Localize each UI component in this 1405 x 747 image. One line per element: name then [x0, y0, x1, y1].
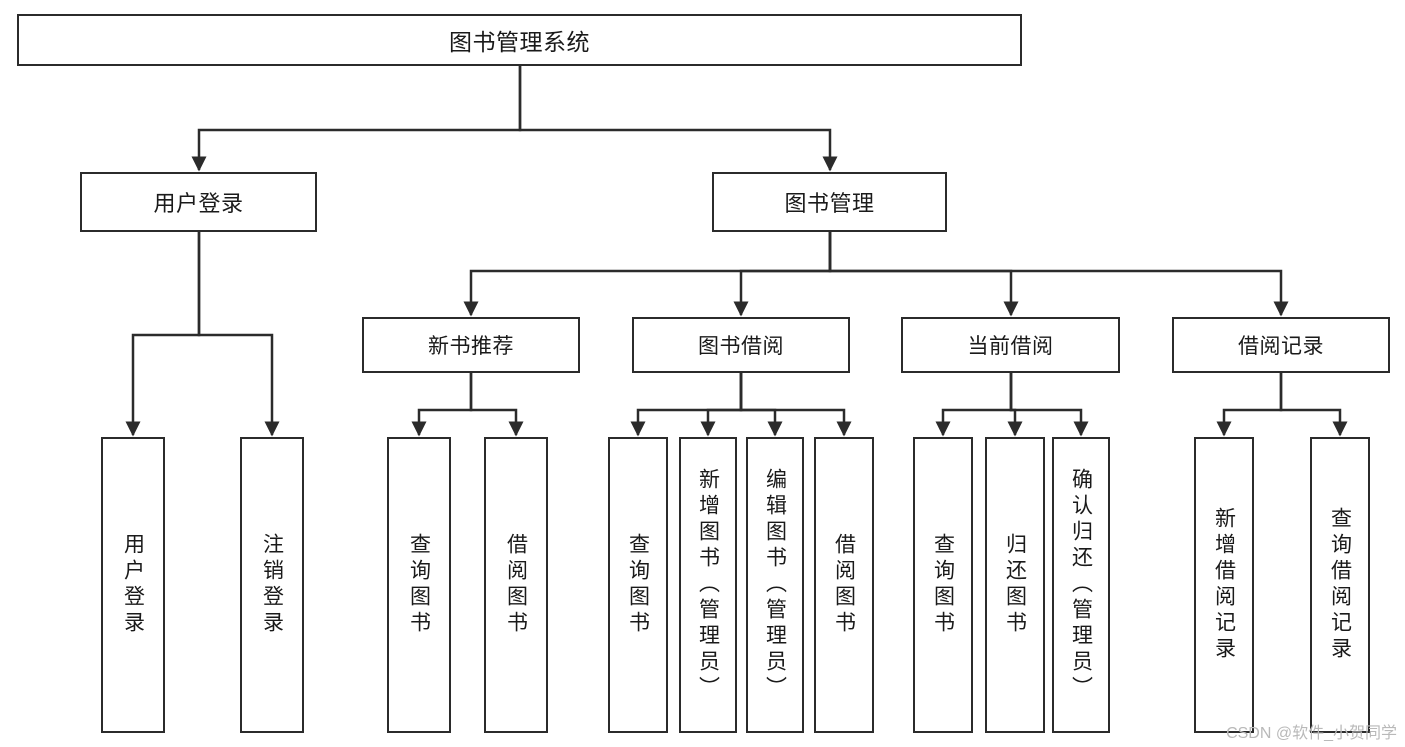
node-label-root: 图书管理系统 [449, 29, 590, 55]
node-user-login[interactable]: 用户登录 [80, 172, 317, 232]
edge-book-manage-to-new-book-recommend [463, 232, 832, 317]
node-label-leaf-query-borrow-record: 查询借阅记录 [1328, 507, 1352, 663]
node-book-borrow[interactable]: 图书借阅 [632, 317, 850, 373]
node-leaf-borrow-book-recommend[interactable]: 借阅图书 [484, 437, 548, 733]
node-label-borrow-record: 借阅记录 [1238, 335, 1324, 358]
node-label-leaf-query-book-current: 查询图书 [931, 533, 955, 637]
node-leaf-edit-book-admin[interactable]: 编辑图书（管理员） [746, 437, 804, 733]
edge-path-group [125, 66, 1348, 437]
edge-new-book-recommend-to-leaf-query-book-recommend [411, 373, 473, 437]
node-label-new-book-recommend: 新书推荐 [428, 335, 514, 358]
node-leaf-query-book-current[interactable]: 查询图书 [913, 437, 973, 733]
edge-current-borrow-to-leaf-confirm-return-admin [1009, 373, 1089, 437]
node-leaf-add-book-admin[interactable]: 新增图书（管理员） [679, 437, 737, 733]
node-label-leaf-borrow-book: 借阅图书 [832, 533, 856, 637]
node-label-book-manage: 图书管理 [784, 191, 875, 216]
edge-user-login-to-leaf-user-login [125, 232, 201, 437]
node-leaf-user-login[interactable]: 用户登录 [101, 437, 165, 733]
edge-book-borrow-to-leaf-query-book-borrow [630, 373, 743, 437]
edge-borrow-record-to-leaf-add-borrow-record [1216, 373, 1283, 437]
edge-book-manage-to-borrow-record [828, 232, 1289, 317]
node-label-leaf-edit-book-admin: 编辑图书（管理员） [763, 468, 787, 702]
node-leaf-query-book-recommend[interactable]: 查询图书 [387, 437, 451, 733]
node-label-leaf-borrow-book-recommend: 借阅图书 [504, 533, 528, 637]
edge-book-manage-to-current-borrow [828, 232, 1019, 317]
node-label-leaf-add-borrow-record: 新增借阅记录 [1212, 507, 1236, 663]
edge-book-manage-to-book-borrow [733, 232, 832, 317]
node-label-leaf-return-book: 归还图书 [1003, 533, 1027, 637]
node-leaf-return-book[interactable]: 归还图书 [985, 437, 1045, 733]
edge-book-borrow-to-leaf-borrow-book [739, 373, 852, 437]
node-label-leaf-add-book-admin: 新增图书（管理员） [696, 468, 720, 702]
node-label-current-borrow: 当前借阅 [967, 335, 1054, 358]
node-label-book-borrow: 图书借阅 [698, 335, 784, 358]
node-new-book-recommend[interactable]: 新书推荐 [362, 317, 580, 373]
edge-current-borrow-to-leaf-query-book-current [935, 373, 1013, 437]
node-label-leaf-confirm-return-admin: 确认归还（管理员） [1069, 468, 1093, 702]
node-label-leaf-query-book-borrow: 查询图书 [626, 533, 650, 637]
node-leaf-query-book-borrow[interactable]: 查询图书 [608, 437, 668, 733]
node-current-borrow[interactable]: 当前借阅 [901, 317, 1120, 373]
edge-book-borrow-to-leaf-edit-book-admin [739, 373, 783, 437]
node-book-manage[interactable]: 图书管理 [712, 172, 947, 232]
node-label-leaf-query-book-recommend: 查询图书 [407, 533, 431, 637]
edge-root-to-book-manage [518, 66, 838, 172]
node-leaf-query-borrow-record[interactable]: 查询借阅记录 [1310, 437, 1370, 733]
node-label-user-login: 用户登录 [153, 191, 244, 216]
node-leaf-confirm-return-admin[interactable]: 确认归还（管理员） [1052, 437, 1110, 733]
node-root[interactable]: 图书管理系统 [17, 14, 1022, 66]
edge-book-borrow-to-leaf-add-book-admin [700, 373, 743, 437]
node-label-leaf-user-login: 用户登录 [121, 533, 145, 637]
edge-user-login-to-leaf-logout [197, 232, 280, 437]
node-label-leaf-logout: 注销登录 [260, 533, 284, 637]
node-leaf-logout[interactable]: 注销登录 [240, 437, 304, 733]
node-leaf-add-borrow-record[interactable]: 新增借阅记录 [1194, 437, 1254, 733]
edge-root-to-user-login [191, 66, 522, 172]
edge-borrow-record-to-leaf-query-borrow-record [1279, 373, 1348, 437]
node-borrow-record[interactable]: 借阅记录 [1172, 317, 1390, 373]
edge-new-book-recommend-to-leaf-borrow-book-recommend [469, 373, 524, 437]
node-leaf-borrow-book[interactable]: 借阅图书 [814, 437, 874, 733]
